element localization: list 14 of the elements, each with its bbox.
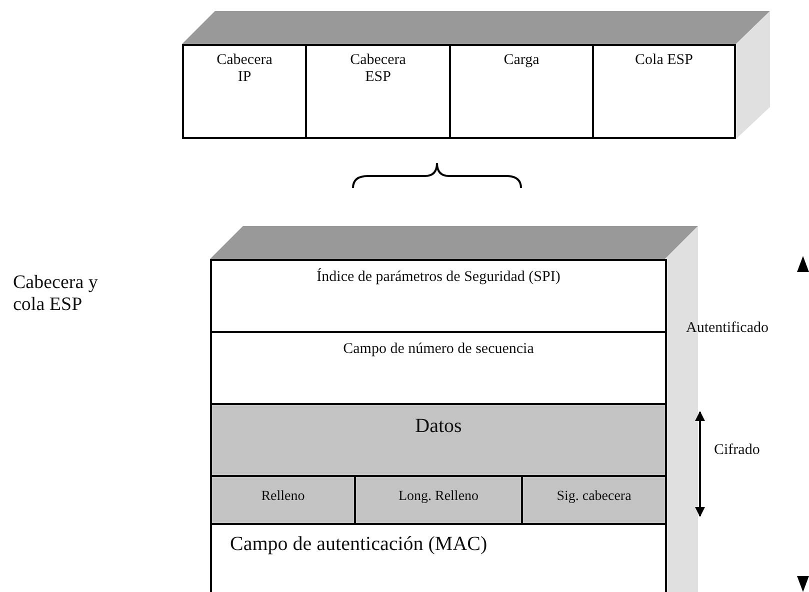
field-cell: Relleno	[210, 475, 356, 525]
field-row: Índice de parámetros de Seguridad (SPI)	[210, 259, 667, 333]
trailer-cell: Cola ESP	[592, 44, 736, 139]
span-label: Autentificado	[686, 320, 770, 337]
span-label: Cifrado	[714, 442, 761, 459]
group-label: Cabecera y cola ESP	[13, 272, 99, 316]
header-cell: Cabecera IP	[182, 44, 307, 139]
field-row: Campo de autenticación (MAC)	[210, 523, 667, 592]
data-row: Datos	[210, 403, 667, 477]
field-cell: Long. Relleno	[354, 475, 523, 525]
field-row: Campo de número de secuencia	[210, 331, 667, 405]
payload-cell: Carga	[449, 44, 594, 139]
field-cell: Sig. cabecera	[521, 475, 667, 525]
header-cell: Cabecera ESP	[305, 44, 451, 139]
